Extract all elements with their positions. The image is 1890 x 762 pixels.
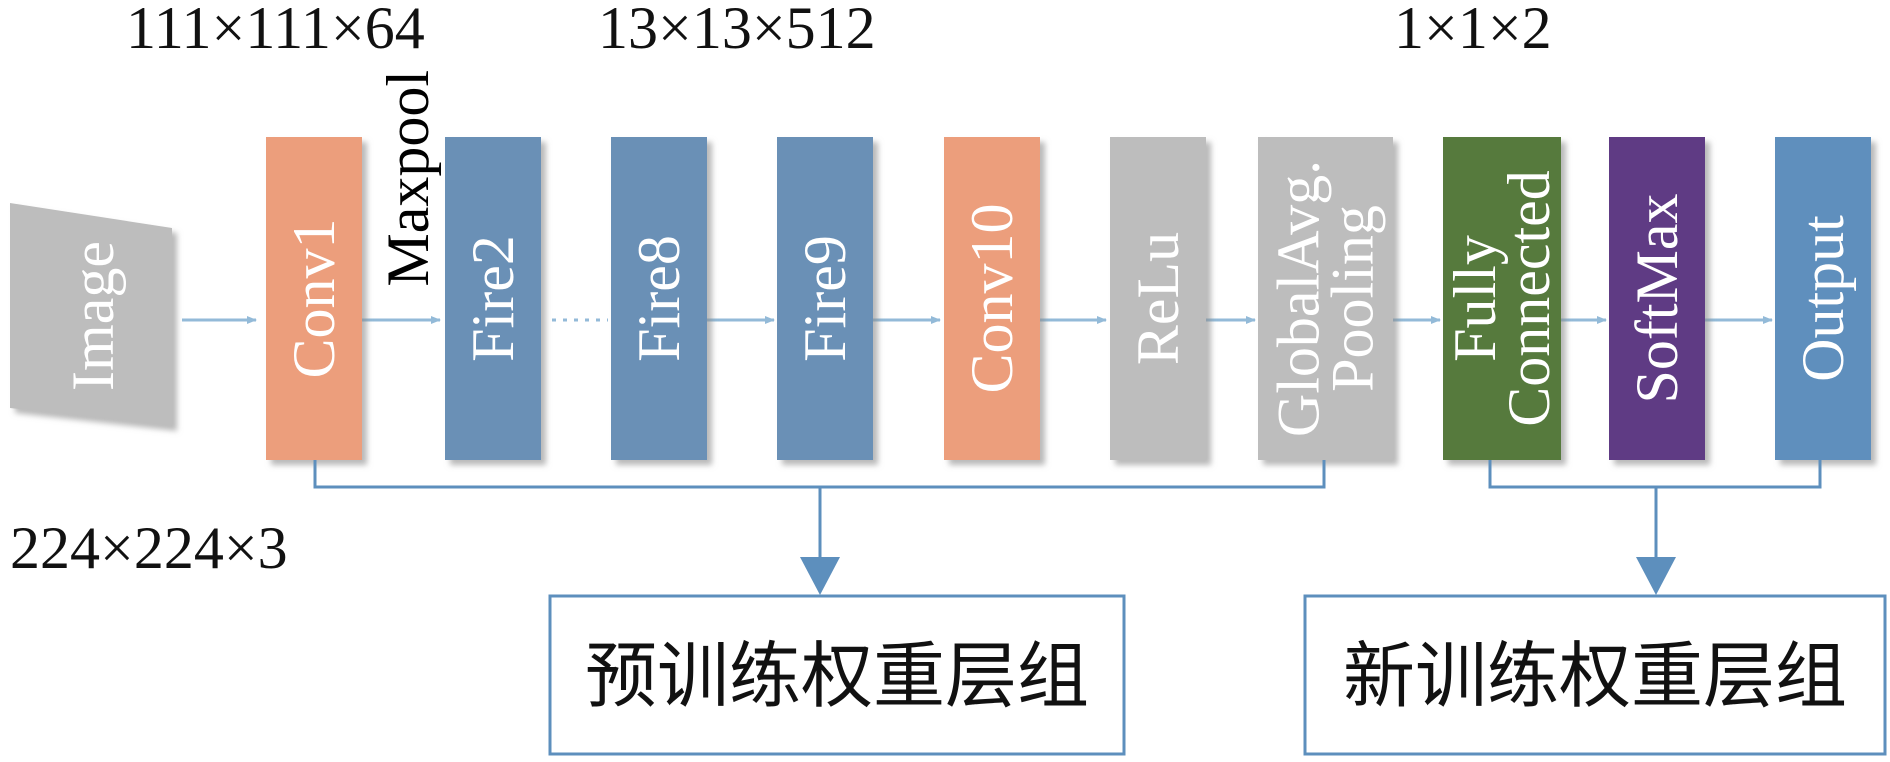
- block-output: Output: [1775, 137, 1871, 460]
- block-output-rect: [1775, 137, 1871, 460]
- block-global-avg-pooling-rect: [1258, 137, 1393, 460]
- block-fire2-label: Fire2: [460, 235, 526, 362]
- block-fire9-rect: [777, 137, 873, 460]
- pretrained-arrowhead: [800, 557, 840, 595]
- block-fire9-label: Fire9: [792, 235, 858, 362]
- block-softmax: SoftMax: [1609, 137, 1705, 460]
- new-arrowhead: [1636, 557, 1676, 595]
- new-connector: [1488, 460, 1822, 560]
- block-fire8-label: Fire8: [626, 235, 692, 362]
- block-fire8: Fire8: [611, 137, 707, 460]
- block-conv10-rect: [944, 137, 1040, 460]
- block-fire9: Fire9: [777, 137, 873, 460]
- block-fire8-rect: [611, 137, 707, 460]
- block-output-label: Output: [1790, 215, 1856, 382]
- layer-blocks: Conv1 Fire2 Fire8 Fire9 Conv10 ReLu GlobalAvg.…: [266, 137, 1871, 460]
- block-softmax-rect: [1609, 137, 1705, 460]
- block-fully-connected-rect: [1443, 137, 1561, 460]
- maxpool-label: Maxpool: [375, 70, 441, 287]
- block-conv1: Conv1: [266, 137, 362, 460]
- block-relu-rect: [1110, 137, 1206, 460]
- pretrained-weights-group: 预训练权重层组: [548, 594, 1126, 756]
- dim-label-top-middle: 13×13×512: [598, 0, 876, 61]
- block-softmax-label: SoftMax: [1624, 194, 1690, 404]
- block-relu: ReLu: [1110, 137, 1206, 460]
- dim-label-top-right: 1×1×2: [1394, 0, 1552, 61]
- new-weights-label: 新训练权重层组: [1343, 634, 1847, 718]
- input-image-block: Image: [10, 203, 172, 426]
- block-conv1-label: Conv1: [281, 218, 347, 378]
- new-weights-group: 新训练权重层组: [1303, 594, 1887, 756]
- block-conv10: Conv10: [944, 137, 1040, 460]
- block-global-avg-pooling: GlobalAvg.Pooling: [1258, 137, 1393, 460]
- block-global-avg-pooling-label-2: Pooling: [1320, 205, 1386, 392]
- block-fire2-rect: [445, 137, 541, 460]
- pretrained-connector: [313, 460, 1326, 560]
- block-relu-label: ReLu: [1125, 232, 1191, 365]
- block-fire2: Fire2: [445, 137, 541, 460]
- block-conv10-label: Conv10: [959, 203, 1025, 393]
- dim-label-top-left: 111×111×64: [126, 0, 425, 61]
- block-global-avg-pooling-label-1: GlobalAvg.: [1266, 160, 1332, 437]
- block-fully-connected-label-2: Connected: [1496, 170, 1562, 427]
- dim-label-input: 224×224×3: [10, 515, 288, 581]
- input-image-label: Image: [60, 241, 126, 391]
- block-fully-connected-label-1: Fully: [1442, 235, 1508, 362]
- block-conv1-rect: [266, 137, 362, 460]
- pretrained-weights-label: 预训练权重层组: [585, 634, 1089, 718]
